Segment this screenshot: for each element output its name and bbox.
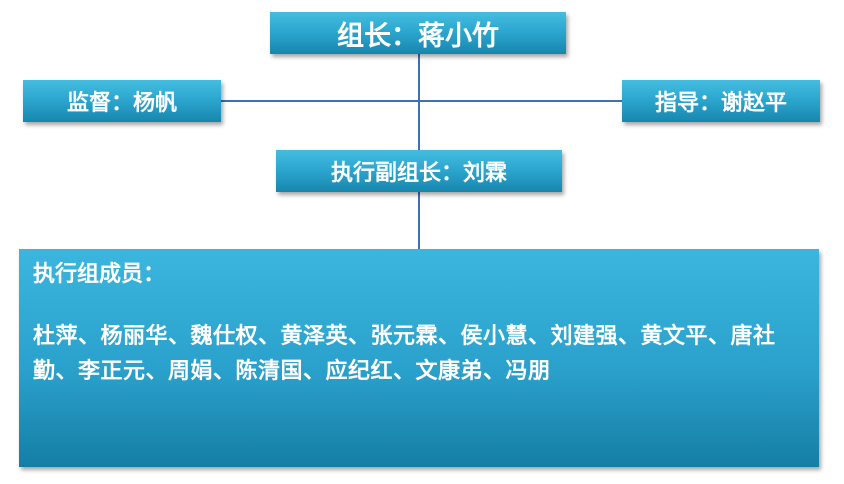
deputy-leader-label: 执行副组长：刘霖: [330, 161, 507, 186]
advisor-label: 指导：谢赵平: [654, 91, 787, 116]
supervisor-box: 监督：杨帆: [23, 80, 221, 122]
connector-supervisor-advisor: [221, 100, 622, 102]
leader-label: 组长：蒋小竹: [337, 20, 499, 52]
advisor-box: 指导：谢赵平: [622, 80, 820, 122]
members-box: 执行组成员： 杜萍、杨丽华、魏仕权、黄泽英、张元霖、侯小慧、刘建强、黄文平、唐社…: [19, 249, 819, 467]
leader-box: 组长：蒋小竹: [270, 12, 566, 54]
deputy-leader-box: 执行副组长：刘霖: [276, 150, 562, 192]
members-names: 杜萍、杨丽华、魏仕权、黄泽英、张元霖、侯小慧、刘建强、黄文平、唐社勤、李正元、周…: [33, 324, 776, 384]
members-title: 执行组成员：: [33, 262, 166, 287]
supervisor-label: 监督：杨帆: [66, 91, 177, 116]
